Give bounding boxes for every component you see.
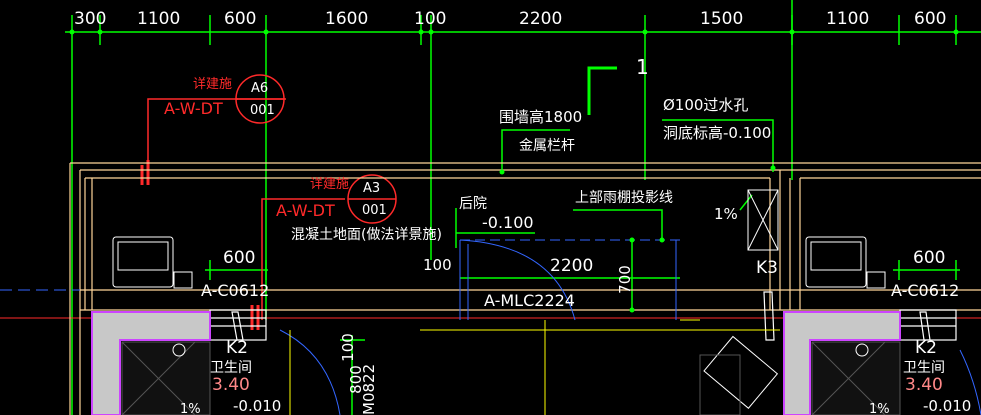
door-code: A-MLC2224	[484, 291, 575, 310]
dim-top-1500: 1500	[700, 9, 744, 29]
room-right-tag: K2	[915, 338, 937, 358]
note-canopy: 上部雨棚投影线	[575, 190, 673, 206]
callout-a3-code: A-W-DT	[276, 201, 335, 220]
room-right-elev: -0.010	[923, 397, 972, 415]
window-left-code: A-C0612	[201, 281, 270, 300]
note-metal-rail: 金属栏杆	[519, 138, 575, 154]
door-m-code: M0822	[360, 363, 378, 415]
dim-top-2200: 2200	[519, 9, 563, 29]
room-left-slope: 1%	[180, 402, 201, 415]
callout-a6-code: A-W-DT	[164, 99, 223, 118]
room-right-name: 卫生间	[903, 360, 945, 376]
callout-a6-bottom: 001	[250, 103, 275, 118]
note-concrete-floor: 混凝土地面(做法详景施)	[291, 227, 442, 243]
callout-a3-label: 详建施	[310, 177, 350, 192]
dim-top-300: 300	[74, 9, 107, 29]
callout-a6-label: 详建施	[193, 77, 233, 92]
section-mark: 1	[636, 55, 649, 79]
note-drain-hole: Ø100过水孔	[663, 96, 749, 114]
note-back-yard-level: -0.100	[482, 213, 534, 232]
room-right-level: 3.40	[905, 375, 943, 395]
door-width: 2200	[550, 256, 594, 276]
room-k3-tag: K3	[756, 258, 778, 278]
dim-top-600b: 600	[914, 9, 947, 29]
note-back-yard: 后院	[459, 196, 487, 212]
room-left-level: 3.40	[212, 375, 250, 395]
room-left-tag: K2	[226, 338, 248, 358]
dim-top-1100: 1100	[137, 9, 181, 29]
room-left-name: 卫生间	[210, 360, 252, 376]
dim-top-1600: 1600	[325, 9, 369, 29]
door-m-dim2: 100	[338, 333, 357, 362]
callout-a3-top: A3	[363, 181, 381, 196]
window-left-dim: 600	[223, 248, 256, 268]
note-hole-bottom: 洞底标高-0.100	[663, 124, 772, 142]
dim-top-100: 100	[414, 9, 447, 29]
note-wall-height: 围墙高1800	[499, 108, 583, 126]
dim-top-600: 600	[224, 9, 257, 29]
window-right-code: A-C0612	[891, 281, 960, 300]
callout-a6-top: A6	[251, 81, 269, 96]
window-right-dim: 600	[913, 248, 946, 268]
dim-top-1100b: 1100	[826, 9, 870, 29]
room-right-slope: 1%	[869, 402, 890, 415]
room-left-elev: -0.010	[233, 397, 282, 415]
note-slope: 1%	[714, 205, 738, 223]
door-offset: 100	[423, 256, 452, 274]
door-depth: 700	[615, 265, 634, 294]
callout-a3-bottom: 001	[362, 203, 387, 218]
